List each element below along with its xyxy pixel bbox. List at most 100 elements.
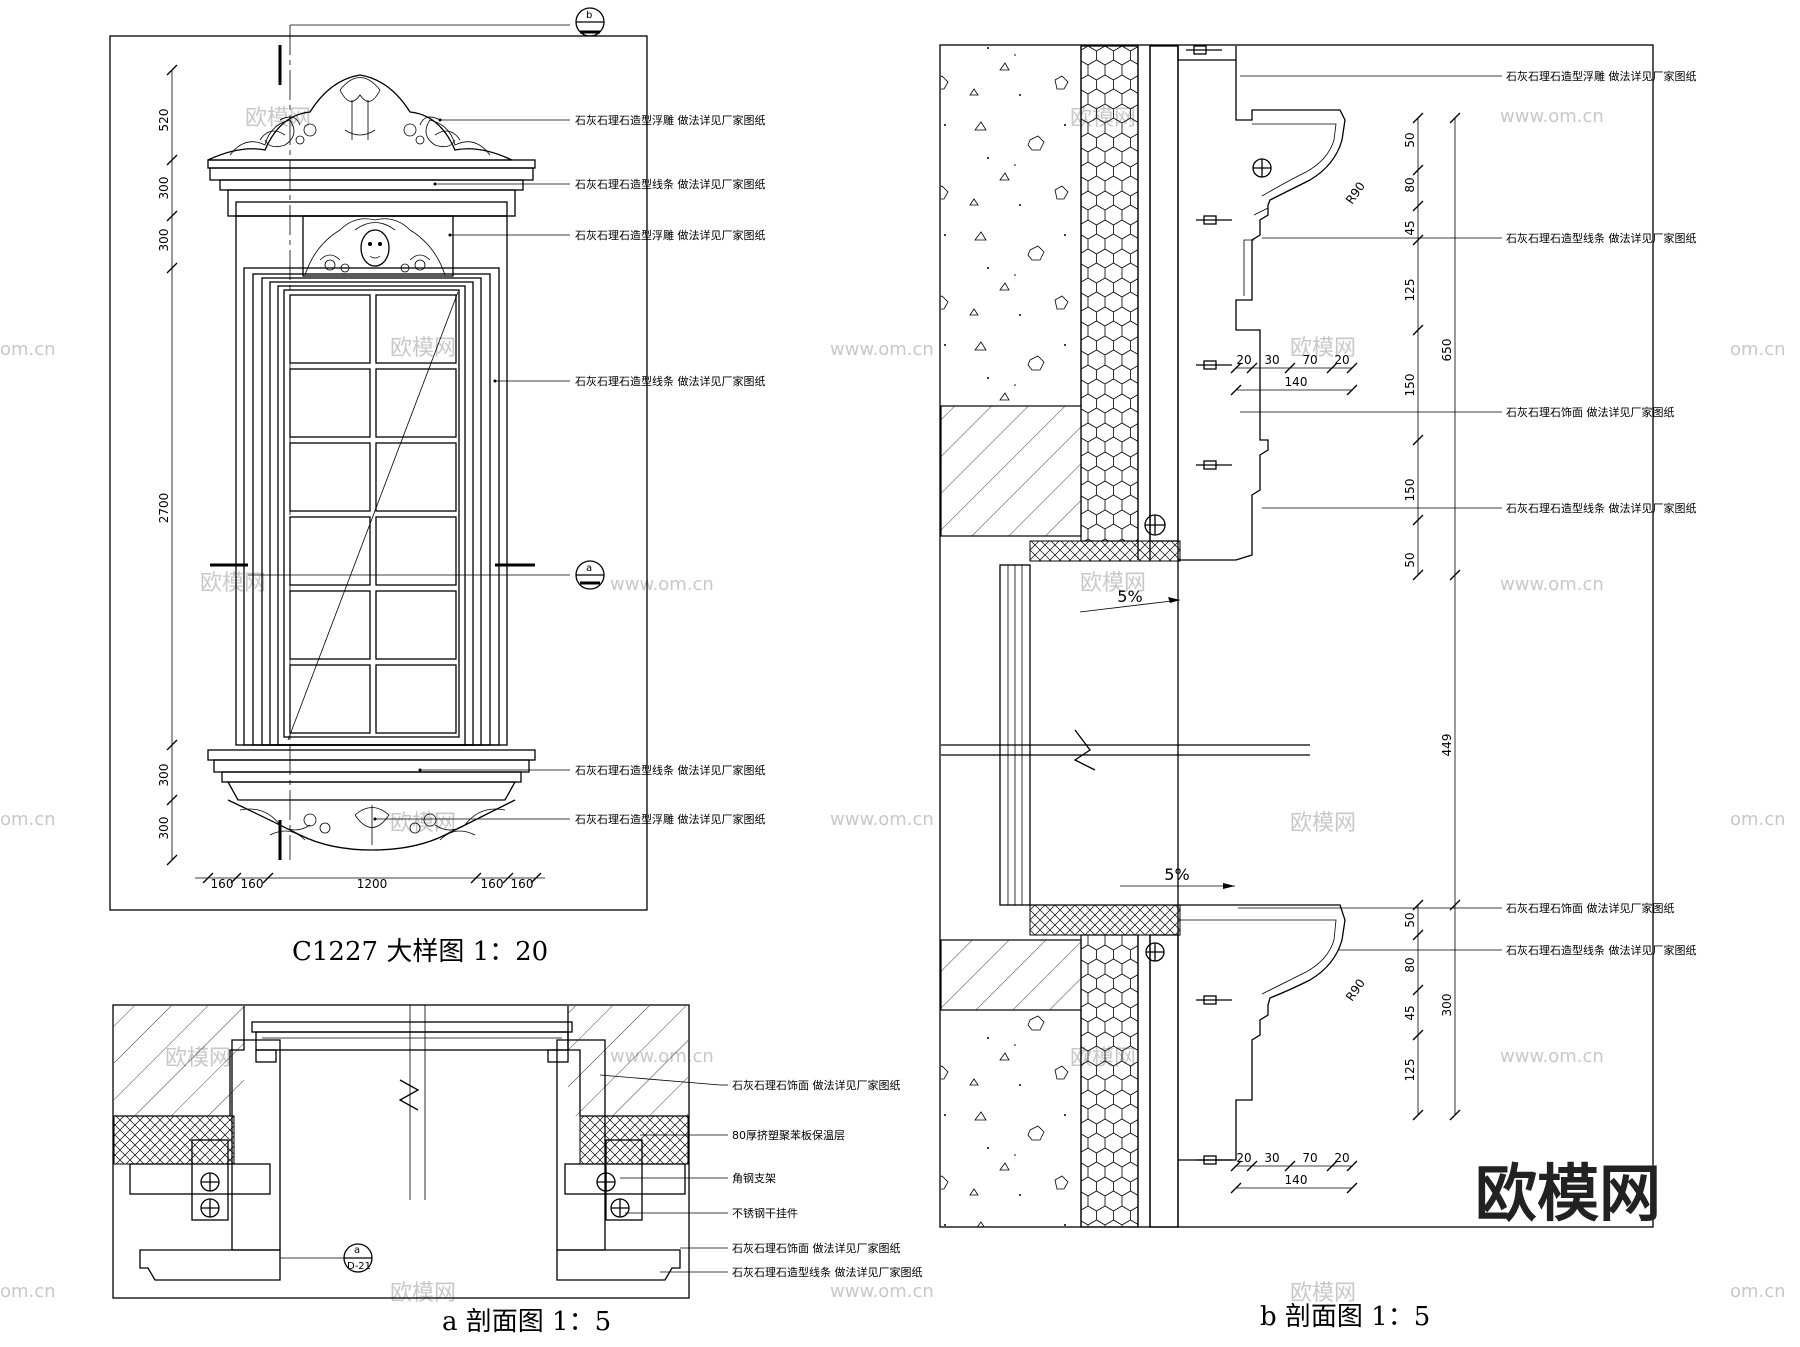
watermark-logo: 欧模网 (1290, 336, 1356, 361)
watermark-logo: 欧模网 (390, 811, 456, 836)
glass-pane (289, 442, 371, 512)
section-b-label-5: 石灰石理石饰面 做法详见厂家图纸 (1506, 901, 1675, 915)
section-b-frame (939, 44, 1654, 1228)
slope-arrow-bottom: 5% (1120, 865, 1235, 889)
glass-pane (375, 664, 457, 734)
glass-panes (287, 291, 459, 741)
glass-pane (375, 590, 457, 660)
dim-20: 20 (1334, 353, 1349, 367)
dim-20: 20 (1334, 1151, 1349, 1165)
dim-520: 520 (157, 109, 171, 132)
slope-arrow-top: 5% (1079, 587, 1181, 613)
glass-pane (375, 294, 457, 364)
section-marker-a: a (575, 560, 605, 590)
watermark-layer: 欧模网 www.om.cn 欧模网 www.om.cn 欧模网 www.om.c… (0, 106, 1786, 1306)
watermark-url: om.cn (1730, 1281, 1786, 1302)
watermark-url: om.cn (1730, 339, 1786, 360)
section-b-dim-middle: 449 (1440, 575, 1456, 1115)
elevation-label-6: 石灰石理石造型浮雕 做法详见厂家图纸 (575, 812, 766, 826)
section-b-label-3: 石灰石理石饰面 做法详见厂家图纸 (1506, 405, 1675, 419)
dim-150: 150 (1403, 479, 1417, 502)
radius-label-bottom: R90 (1343, 976, 1368, 1003)
ref-label-d21: D-21 (347, 1261, 371, 1272)
marker-label-b: b (586, 10, 592, 21)
elevation-label-3: 石灰石理石造型浮雕 做法详见厂家图纸 (575, 228, 766, 242)
section-a-label-3: 角钢支架 (732, 1172, 776, 1185)
elevation-label-1: 石灰石理石造型浮雕 做法详见厂家图纸 (575, 113, 766, 127)
dim-2700: 2700 (157, 493, 171, 524)
dim-140: 140 (1285, 375, 1308, 389)
section-a-leaders (599, 1074, 728, 1273)
watermark-url: om.cn (0, 339, 56, 360)
dim-160: 160 (511, 877, 534, 891)
slope-label-top: 5% (1117, 587, 1142, 606)
watermark-url: www.om.cn (830, 339, 934, 360)
watermark-url: www.om.cn (1500, 106, 1604, 127)
dim-160: 160 (211, 877, 234, 891)
bottom-ornament (227, 799, 516, 851)
dim-70: 70 (1302, 1151, 1317, 1165)
slope-label-bottom: 5% (1164, 865, 1189, 884)
radius-label-top: R90 (1343, 179, 1368, 206)
dim-125: 125 (1403, 1059, 1417, 1082)
keystone-mascaron (302, 215, 454, 277)
dim-50: 50 (1403, 552, 1417, 567)
watermark-url: om.cn (0, 1281, 56, 1302)
section-b-leaders (1238, 75, 1502, 951)
watermark-logo: 欧模网 (245, 106, 311, 131)
crest-ornament-top (207, 74, 513, 161)
watermark-logo: 欧模网 (1080, 571, 1146, 596)
section-a-label-6: 石灰石理石造型线条 做法详见厂家图纸 (732, 1265, 923, 1279)
section-b-dims-bottom: 50 80 45 125 300 (1403, 899, 1461, 1121)
elevation-leaders (373, 118, 570, 821)
section-a-label-5: 石灰石理石饰面 做法详见厂家图纸 (732, 1241, 901, 1255)
section-a-label-2: 80厚挤塑聚苯板保温层 (732, 1128, 845, 1142)
section-marker-b: b (575, 7, 605, 37)
dim-150: 150 (1403, 374, 1417, 397)
watermark-logo: 欧模网 (1290, 1281, 1356, 1306)
glass-pane (375, 368, 457, 438)
dim-50: 50 (1403, 912, 1417, 927)
dim-30: 30 (1264, 1151, 1279, 1165)
dim-45: 45 (1403, 1005, 1417, 1020)
section-b-hdims-bottom: 20 30 70 20 140 (1230, 1151, 1358, 1194)
dim-300: 300 (157, 764, 171, 787)
section-b-label-6: 石灰石理石造型线条 做法详见厂家图纸 (1506, 943, 1697, 957)
dim-449: 449 (1440, 734, 1454, 757)
glass-pane (375, 442, 457, 512)
section-b-label-4: 石灰石理石造型线条 做法详见厂家图纸 (1506, 501, 1697, 515)
dim-300: 300 (157, 229, 171, 252)
glass-pane (289, 590, 371, 660)
watermark-url: www.om.cn (610, 574, 714, 595)
watermark-url: www.om.cn (830, 1281, 934, 1302)
dim-80: 80 (1403, 177, 1417, 192)
bolt-icon (200, 1172, 630, 1218)
glass-pane (375, 516, 457, 586)
section-b-label-2: 石灰石理石造型线条 做法详见厂家图纸 (1506, 231, 1697, 245)
window-surround (235, 215, 508, 746)
section-b-label-1: 石灰石理石造型浮雕 做法详见厂家图纸 (1506, 69, 1697, 83)
watermark-logo: 欧模网 (390, 336, 456, 361)
elevation-title: C1227 大样图 1：20 (292, 937, 548, 967)
dim-300: 300 (157, 817, 171, 840)
watermark-url: om.cn (0, 809, 56, 830)
watermark-url: om.cn (1730, 809, 1786, 830)
detail-ref-bubble: a D-21 (343, 1243, 373, 1273)
section-a-label-1: 石灰石理石饰面 做法详见厂家图纸 (732, 1078, 901, 1092)
watermark-logo-large: 欧模网 (1475, 1157, 1661, 1230)
elevation-frame (109, 35, 648, 911)
glass-pane (289, 664, 371, 734)
watermark-logo: 欧模网 (1290, 811, 1356, 836)
window-sill (207, 749, 536, 801)
watermark-url: www.om.cn (1500, 574, 1604, 595)
watermark-url: www.om.cn (830, 809, 934, 830)
bolt-icon (1144, 45, 1272, 1165)
dim-50: 50 (1403, 132, 1417, 147)
glass-pane (289, 368, 371, 438)
dim-125: 125 (1403, 279, 1417, 302)
glass-pane (289, 294, 371, 364)
ref-label-a: a (354, 1245, 360, 1256)
marker-label-a: a (586, 563, 592, 574)
elevation-label-5: 石灰石理石造型线条 做法详见厂家图纸 (575, 763, 766, 777)
